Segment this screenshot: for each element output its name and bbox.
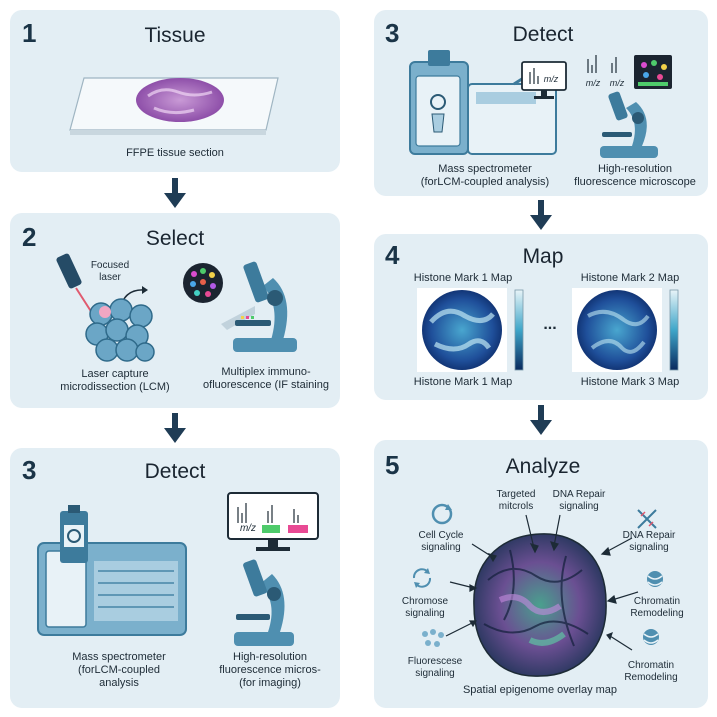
arrow-down-icon	[164, 413, 186, 443]
panel-3b-number: 3	[385, 18, 400, 48]
chromatin-icon	[643, 629, 659, 645]
callout-lines	[445, 514, 639, 651]
panel-2-title: Select	[145, 227, 205, 250]
arrow-down-icon	[530, 405, 552, 435]
screen-mz-label-1: m/z	[543, 74, 559, 84]
microscope-caption-right: High-resolution fluorescence microscope	[574, 163, 696, 188]
label-chromatin-1: Chromatin Remodeling	[630, 596, 684, 619]
screen-mz-label-3: m/z	[609, 78, 625, 88]
panel-3b-title: Detect	[512, 23, 574, 46]
fluorescence-dots-icon	[422, 629, 444, 647]
colorbar-2	[669, 289, 679, 371]
map-label-bottom-right: Histone Mark 3 Map	[580, 376, 680, 388]
screen-mz-label: m/z	[239, 523, 257, 534]
label-chromose: Chromose signaling	[401, 596, 449, 619]
chromose-icon	[412, 568, 432, 588]
monitor-icon	[227, 492, 319, 551]
microscope-icon	[600, 91, 658, 158]
label-dna-repair-right: DNA Repair signaling	[622, 530, 676, 553]
label-targeted: Targeted mitcrols	[496, 489, 536, 512]
arrow-down-icon	[164, 178, 186, 208]
monitor-icon	[521, 61, 567, 99]
histone-map-1	[417, 288, 507, 372]
overlay-map-icon	[473, 533, 607, 677]
microscope-caption: High-resolution fluorescence micros- (fo…	[219, 651, 321, 689]
dna-icon	[637, 509, 657, 529]
mass-spectrometer-icon	[409, 50, 557, 155]
panel-4-number: 4	[385, 240, 400, 270]
microscope-icon	[234, 559, 294, 646]
ms-caption-right: Mass spectrometer (forLCM-coupled analys…	[420, 163, 550, 188]
if-caption: Multiplex immuno- ofluorescence (IF stai…	[203, 366, 329, 391]
map-label-top-right: Histone Mark 2 Map	[580, 272, 680, 284]
laser-label: Focused laser	[90, 260, 130, 283]
histone-map-2	[572, 288, 662, 372]
lcm-caption: Laser capture microdissection (LCM)	[60, 368, 170, 393]
label-dna-repair-top: DNA Repair signaling	[552, 489, 606, 512]
arrow-down-icon	[530, 200, 552, 230]
chromatin-icon	[647, 571, 663, 587]
panel-3a-number: 3	[22, 455, 37, 485]
tissue-slide-icon	[69, 77, 279, 135]
spectra-panel-icon	[587, 55, 672, 89]
label-fluorescese: Fluorescese signaling	[407, 656, 463, 679]
label-cell-cycle: Cell Cycle signaling	[418, 530, 464, 553]
cell-cycle-icon	[431, 503, 453, 525]
map-label-top-left: Histone Mark 1 Map	[413, 272, 513, 284]
overlay-caption: Spatial epigenome overlay map	[462, 684, 618, 696]
screen-mz-label-2: m/z	[585, 78, 601, 88]
panel-1-title: Tissue	[144, 24, 206, 47]
mass-spectrometer-icon	[37, 505, 187, 636]
colorbar-1	[514, 289, 524, 371]
fluorescent-cells-icon	[183, 263, 223, 303]
map-ellipsis: ...	[543, 316, 557, 333]
label-chromatin-2: Chromatin Remodeling	[624, 660, 678, 683]
map-label-bottom-left: Histone Mark 1 Map	[413, 376, 513, 388]
microscope-icon	[221, 261, 297, 352]
panel-1-number: 1	[22, 18, 37, 48]
panel-3a-title: Detect	[144, 460, 206, 483]
panel-4-title: Map	[522, 245, 564, 268]
panel-5-number: 5	[385, 450, 400, 480]
panel-5-title: Analyze	[505, 455, 581, 478]
panel-2-number: 2	[22, 222, 37, 252]
ms-caption: Mass spectrometer (forLCM-coupled analys…	[72, 651, 166, 689]
tissue-caption: FFPE tissue section	[126, 147, 224, 159]
cell-cluster-icon	[85, 298, 155, 362]
